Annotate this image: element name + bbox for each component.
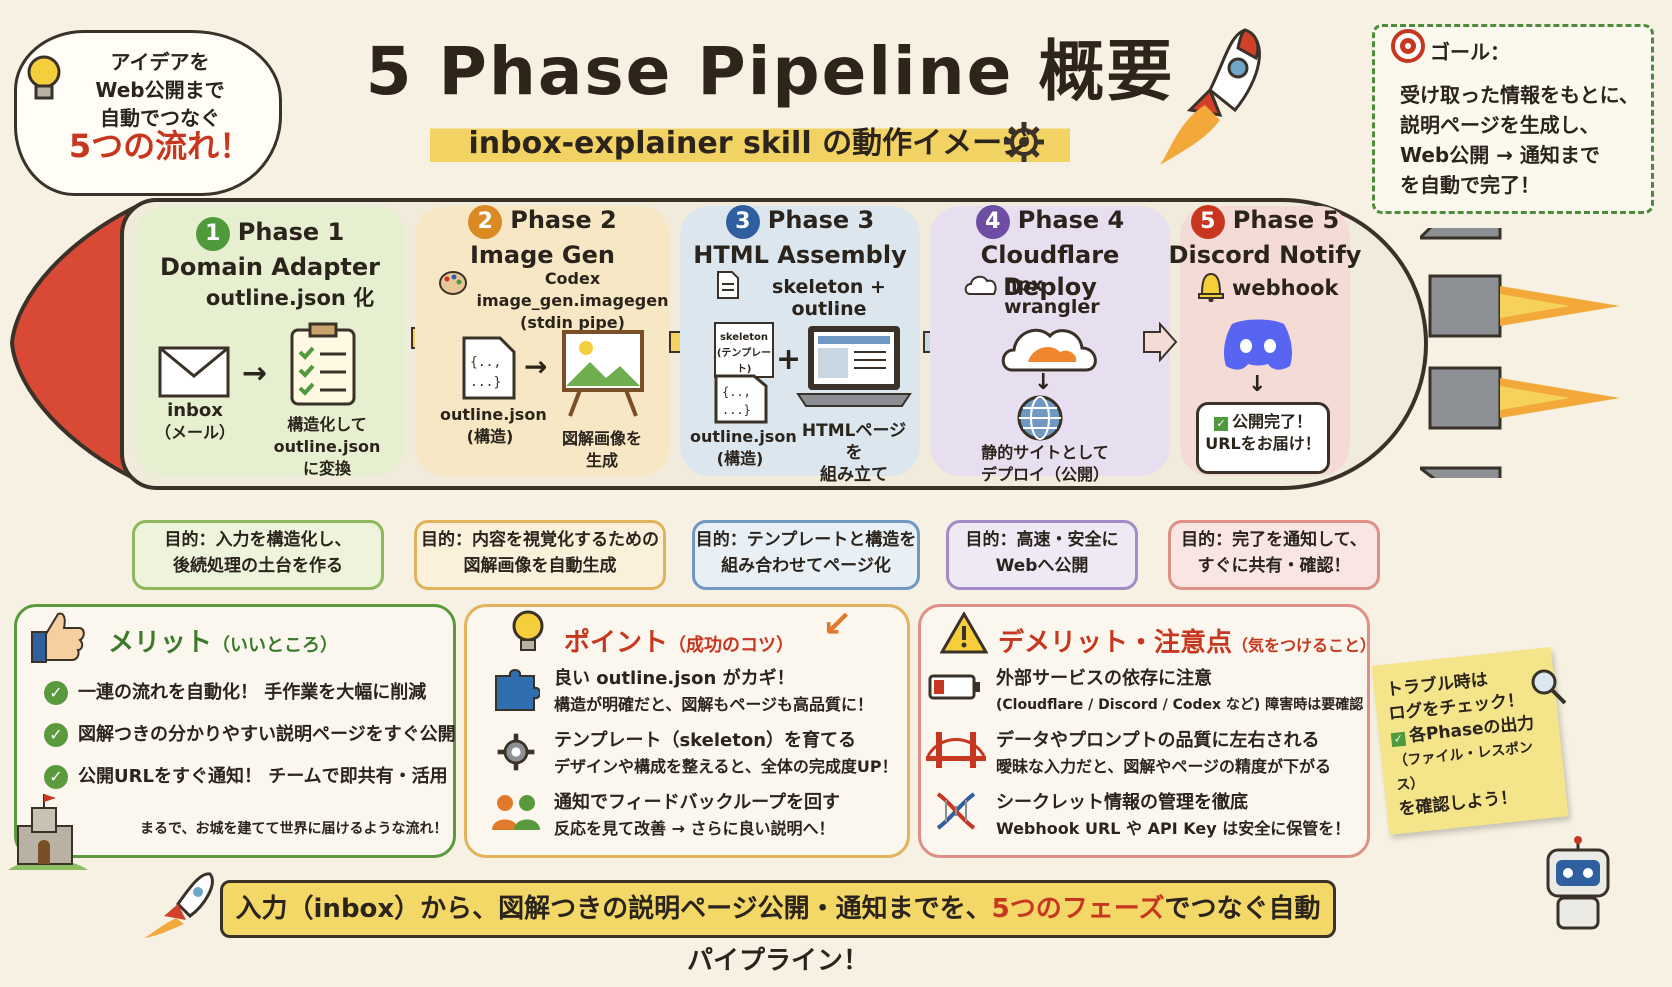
demerit-panel <box>918 604 1370 858</box>
robot-icon <box>1528 836 1628 936</box>
clipboard-icon <box>288 322 358 408</box>
merit-title: メリット（いいところ） <box>108 628 339 658</box>
bridge-icon <box>926 728 986 772</box>
intro-text: アイデアを Web公開まで 自動でつなぐ 5つの流れ！ <box>68 50 252 165</box>
cloud-icon <box>962 272 1000 296</box>
laptop-icon <box>796 324 912 410</box>
easel-icon <box>560 328 646 418</box>
plus-icon: + <box>776 342 802 377</box>
arrow-right-icon: → <box>524 350 548 383</box>
points-panel <box>464 604 910 858</box>
merit-item-1: ✓一連の流れを自動化！ 手作業を大幅に削減 <box>44 680 426 706</box>
phase-2-tool: Codex image_gen.imagegen(stdin pipe) <box>476 269 669 332</box>
phase-4-caption: 静的サイトとしてデプロイ（公開） <box>980 443 1109 484</box>
cloudflare-icon <box>998 318 1102 378</box>
rocket-nose <box>6 198 146 488</box>
svg-text:...}: ...} <box>470 375 501 390</box>
points-title: ポイント（成功のコツ） <box>564 628 795 658</box>
lightbulb-icon <box>22 52 66 108</box>
intro-cloud <box>14 30 282 196</box>
svg-text:{..,: {.., <box>470 355 501 370</box>
merit-footer: まるで、お城を建てて世界に届けるような流れ！ <box>140 821 448 837</box>
check-icon: ✓ <box>44 765 68 789</box>
envelope-icon <box>158 346 230 398</box>
svg-text:...}: ...} <box>722 403 751 417</box>
phase-3-purpose: 目的：テンプレートと構造を組み合わせてページ化 <box>692 520 920 590</box>
point-item-3: 通知でフィードバックループを回す反応を見て改善 → さらに良い説明へ！ <box>554 792 841 838</box>
check-icon: ✓ <box>44 723 68 747</box>
page-subtitle: inbox-explainer skill の動作イメージ <box>430 118 1070 170</box>
arrow-right-icon: → <box>242 356 268 391</box>
arrow-down-icon: ↓ <box>1248 372 1267 397</box>
discord-icon <box>1220 316 1296 374</box>
thumbs-up-icon <box>30 610 86 664</box>
battery-icon <box>928 672 982 702</box>
rocket-engine <box>1420 228 1660 478</box>
phase-2-purpose: 目的：内容を視覚化するための図解画像を自動生成 <box>414 520 666 590</box>
phase-1-tool: outline.json 化 <box>205 286 375 310</box>
lightbulb-icon <box>508 608 548 656</box>
castle-icon <box>8 790 88 870</box>
demerit-title: デメリット・注意点（気をつけること） <box>998 628 1377 658</box>
phase-4-tool: npx wrangler <box>1004 274 1100 318</box>
team-icon <box>490 792 542 832</box>
goal-title: ゴール： <box>1430 40 1510 64</box>
phase-5-tool: webhook <box>1232 276 1339 300</box>
json-file-icon: {..,...} <box>462 336 516 400</box>
dna-icon <box>932 788 980 834</box>
phase-arrow-icon <box>1142 322 1178 362</box>
puzzle-icon <box>492 666 540 712</box>
demerit-item-2: データやプロンプトの品質に左右される曖昧な入力だと、図解やページの精度が下がる <box>996 730 1332 776</box>
palette-icon <box>438 270 468 296</box>
gear-icon <box>1000 118 1048 166</box>
check-icon: ✓ <box>1390 731 1407 748</box>
rocket-icon <box>140 870 220 940</box>
rocket-icon <box>1150 20 1280 170</box>
point-item-1: 良い outline.json がカギ！構造が明確だと、図解もページも高品質に！ <box>554 668 874 714</box>
target-icon <box>1390 28 1426 64</box>
phase-1-left-caption: inbox（メール） <box>154 400 235 442</box>
arrow-down-icon: ↙ <box>822 604 853 645</box>
json-file-icon: {..,...} <box>714 374 768 424</box>
merit-item-2: ✓図解つきの分かりやすい説明ページをすぐ公開 <box>44 722 456 748</box>
phase-2-right-caption: 図解画像を生成 <box>561 429 642 470</box>
point-item-2: テンプレート（skeleton）を育てるデザインや構成を整えると、全体の完成度U… <box>554 730 898 776</box>
merit-panel <box>14 604 456 858</box>
goal-text: 受け取った情報をもとに、 説明ページを生成し、 Web公開 → 通知まで を自動… <box>1400 83 1639 197</box>
phase-1-purpose: 目的：入力を構造化し、後続処理の土台を作る <box>132 520 384 590</box>
merit-item-3: ✓公開URLをすぐ通知！ チームで即共有・活用 <box>44 764 448 790</box>
phase-1-panel <box>135 206 405 476</box>
notify-bubble: ✓公開完了！ URLをお届け！ <box>1196 402 1330 474</box>
svg-text:{..,: {.., <box>722 385 751 399</box>
demerit-item-1: 外部サービスの依存に注意(Cloudflare / Discord / Code… <box>996 668 1364 713</box>
page-title: 5 Phase Pipeline 概要 <box>365 33 1175 110</box>
phase-3-right-caption: HTMLページを組み立て <box>801 421 907 485</box>
warning-icon <box>940 612 988 654</box>
check-icon: ✓ <box>44 681 68 705</box>
arrow-down-icon: ↓ <box>1034 370 1053 395</box>
bell-icon <box>1196 270 1226 302</box>
phase-3-tool: skeleton + outline <box>772 276 886 320</box>
document-icon <box>716 270 740 300</box>
phase-2-left-caption: outline.json(構造) <box>440 405 547 446</box>
magnifier-icon <box>1528 666 1568 706</box>
globe-icon <box>1016 394 1064 442</box>
phase-5-purpose: 目的：完了を通知して、すぐに共有・確認！ <box>1168 520 1380 590</box>
phase-3-left-caption: outline.json(構造) <box>690 427 797 468</box>
summary-banner: 入力（inbox）から、図解つきの説明ページ公開・通知までを、5つのフェーズでつ… <box>220 880 1336 976</box>
skeleton-template-icon: skeleton(テンプレート) <box>714 322 774 378</box>
gear-icon <box>494 730 538 774</box>
